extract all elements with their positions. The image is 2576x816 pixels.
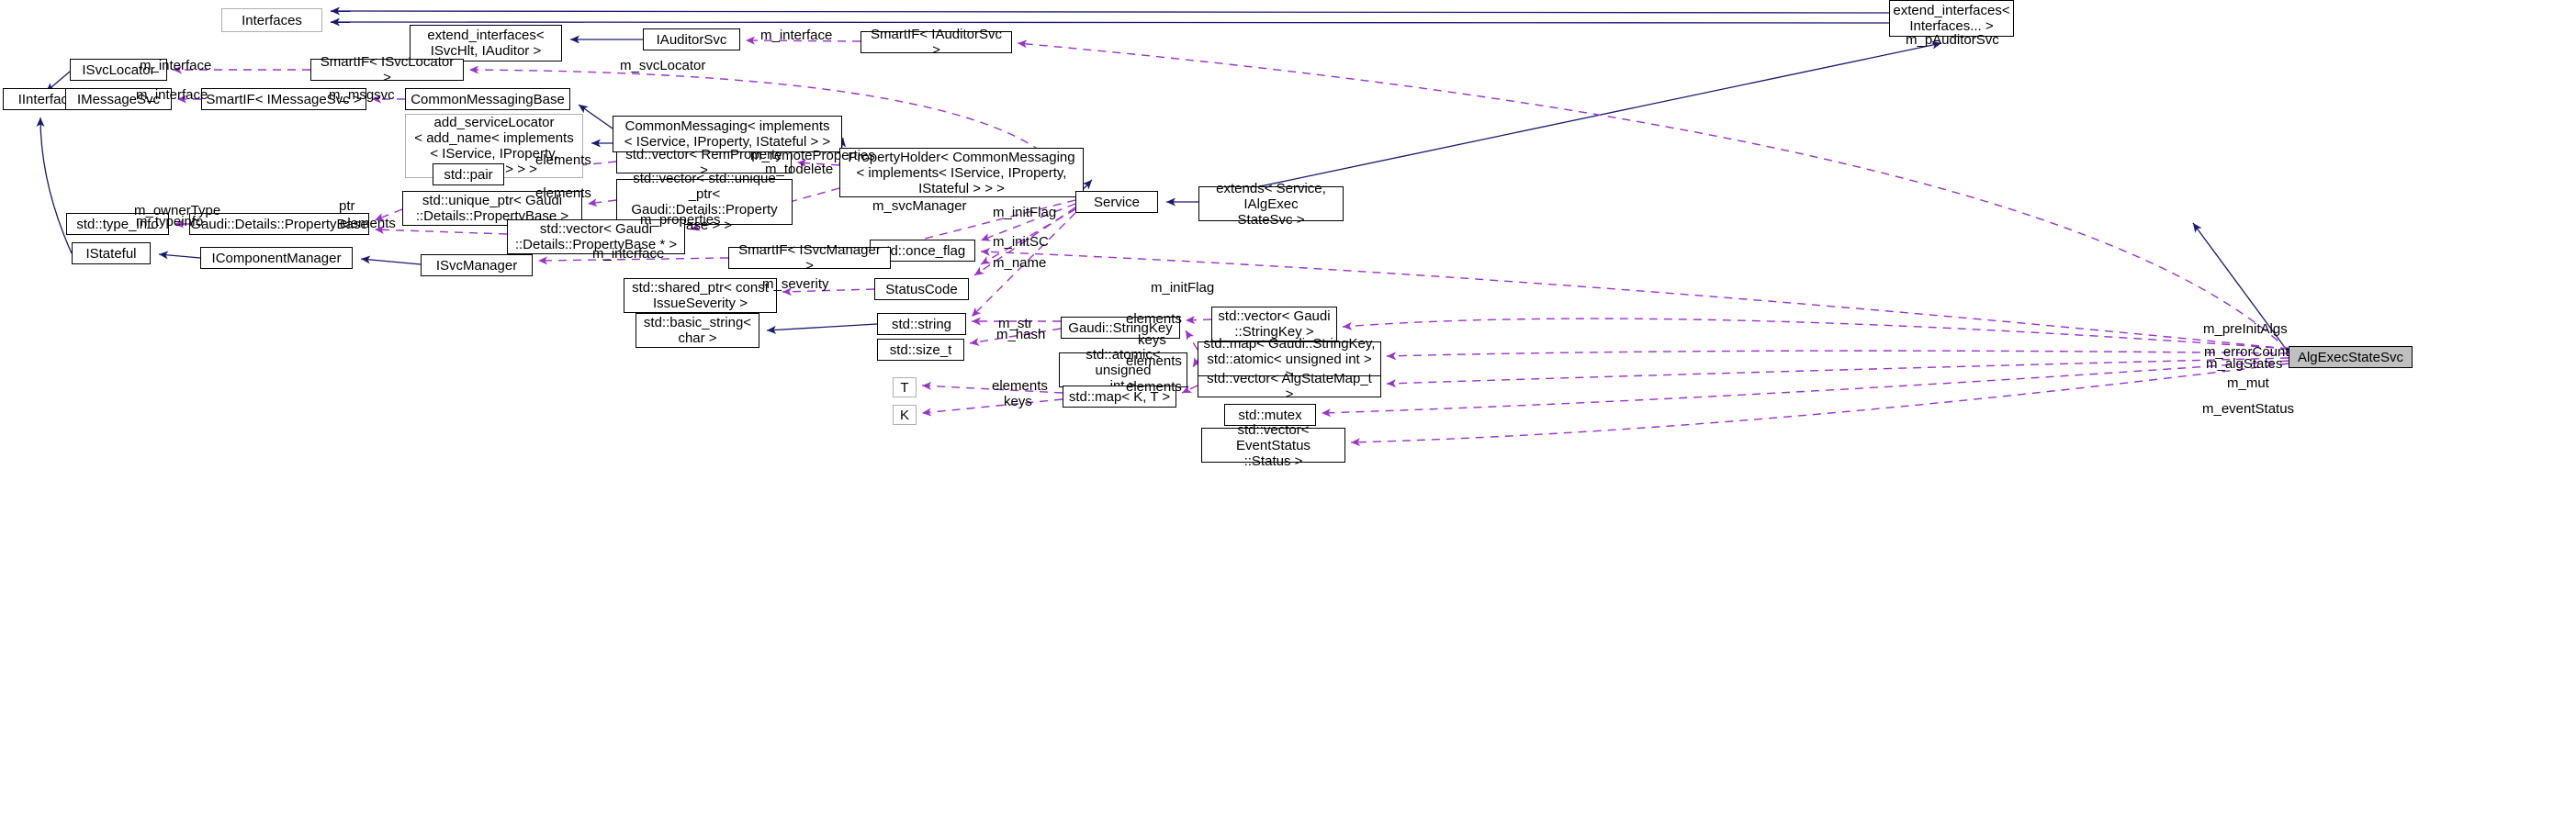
edge-label-lbl_m_severity: m_severity: [762, 276, 829, 292]
edge-label-lbl_m_initFlag_alg: m_initFlag: [1151, 280, 1215, 296]
edge-label-lbl_ptr: ptr: [339, 198, 355, 214]
class-node-algexecstatesvc[interactable]: AlgExecStateSvc: [2289, 346, 2413, 368]
edge-label-lbl_m_preInitAlgs: m_preInitAlgs: [2203, 321, 2288, 337]
edge-label-lbl_m_mut: m_mut: [2227, 375, 2269, 391]
class-node-extend_if_audit[interactable]: extend_interfaces< ISvcHlt, IAuditor >: [410, 25, 562, 61]
edge-label-lbl_m_interface_svcloc: m_interface: [140, 58, 212, 73]
class-node-map_kt[interactable]: std::map< K, T >: [1063, 386, 1176, 408]
edge-label-lbl_m_pAuditorSvc: m_pAuditorSvc: [1906, 32, 1999, 48]
class-node-isvclocator[interactable]: ISvcLocator: [70, 59, 167, 81]
class-node-stdstring[interactable]: std::string: [877, 313, 966, 335]
edge-label-lbl_m_hash: m_hash: [996, 327, 1046, 342]
class-node-gaudi_propbase[interactable]: Gaudi::Details::PropertyBase: [189, 213, 369, 235]
edge-label-lbl_m_interface_svcmgr: m_interface: [592, 246, 665, 262]
class-node-smartif_msgsvc[interactable]: SmartIF< IMessageSvc >: [201, 88, 366, 110]
edge-label-lbl_m_interface_auditor: m_interface: [760, 28, 833, 43]
class-node-service[interactable]: Service: [1075, 191, 1158, 213]
edge-label-lbl_elements_T: elements: [992, 378, 1048, 394]
edge-label-lbl_keys_strkey: keys: [1138, 332, 1166, 348]
class-node-typeK[interactable]: K: [893, 405, 917, 425]
edge-label-lbl_m_todelete: m_todelete: [765, 162, 834, 177]
class-node-stdpair[interactable]: std::pair: [433, 163, 504, 185]
class-node-typeT[interactable]: T: [893, 377, 917, 397]
edge-label-lbl_elements_strkey: elements: [1126, 311, 1182, 327]
class-node-vec_eventstatus[interactable]: std::vector< EventStatus ::Status >: [1201, 422, 1345, 469]
class-node-mutex[interactable]: std::mutex: [1224, 404, 1316, 426]
class-node-smartif_svcmgr[interactable]: SmartIF< ISvcManager >: [728, 242, 891, 274]
edge-label-lbl_m_name: m_name: [993, 255, 1047, 271]
edge-label-lbl_m_interface_msgsvc: m_interface: [136, 87, 208, 103]
edge-label-lbl_elements_atomic: elements: [1126, 353, 1182, 369]
edge-label-lbl_m_initFlag_svc: m_initFlag: [993, 205, 1057, 220]
edge-label-lbl_m_initSC: m_initSC: [993, 234, 1049, 250]
class-node-vec_algstatemap[interactable]: std::vector< AlgStateMap_t >: [1198, 371, 1381, 402]
class-node-statuscode[interactable]: StatusCode: [874, 278, 969, 300]
edge-label-lbl_elements_uniq: elements: [535, 185, 591, 201]
class-node-type_info[interactable]: std::type_info: [66, 213, 169, 235]
class-node-vec_propbase_ptr[interactable]: std::vector< Gaudi ::Details::PropertyBa…: [507, 219, 685, 254]
class-node-commonmsgbase[interactable]: CommonMessagingBase: [405, 88, 570, 110]
edge-label-lbl_m_eventStatus: m_eventStatus: [2202, 401, 2295, 417]
class-node-isvcmanager[interactable]: ISvcManager: [421, 254, 533, 276]
class-node-smartif_auditor[interactable]: SmartIF< IAuditorSvc >: [861, 27, 1012, 58]
edge-label-lbl_m_msgsvc: m_msgsvc: [329, 87, 395, 103]
edge-label-lbl_m_properties: m_properties: [640, 212, 721, 228]
edge-label-lbl_m_svcManager: m_svcManager: [872, 198, 967, 214]
class-node-istateful[interactable]: IStateful: [72, 242, 151, 264]
class-node-iauditorsvc[interactable]: IAuditorSvc: [643, 28, 740, 50]
class-node-smartif_svcloc[interactable]: SmartIF< ISvcLocator >: [310, 54, 464, 85]
edge-label-lbl_elements_pair: elements: [535, 152, 591, 168]
edge-label-lbl_m_algStates: m_algStates: [2206, 356, 2283, 372]
edge-label-lbl_elements_propbase: elements: [340, 216, 396, 231]
class-node-icomponentmanager[interactable]: IComponentManager: [200, 247, 353, 269]
edge-label-lbl_m_typeinfo: m_typeinfo: [136, 214, 204, 229]
edge-label-lbl_elements_map: elements: [1126, 379, 1182, 395]
class-node-basic_string[interactable]: std::basic_string< char >: [636, 313, 759, 348]
class-node-extends_service[interactable]: extends< Service, IAlgExec StateSvc >: [1198, 181, 1344, 228]
class-node-shared_ptr_issue[interactable]: std::shared_ptr< const IssueSeverity >: [624, 278, 777, 313]
class-node-size_t[interactable]: std::size_t: [877, 339, 964, 361]
class-node-extend_if_var[interactable]: extend_interfaces< Interfaces... >: [1889, 0, 2014, 37]
edge-label-lbl_keys_K: keys: [1004, 394, 1032, 409]
class-node-interfaces[interactable]: Interfaces: [221, 8, 322, 32]
edge-label-lbl_m_svcLocator: m_svcLocator: [620, 58, 706, 73]
class-node-propertyholder[interactable]: PropertyHolder< CommonMessaging < implem…: [839, 148, 1084, 197]
edge-label-lbl_m_ownerType: m_ownerType: [134, 203, 221, 218]
